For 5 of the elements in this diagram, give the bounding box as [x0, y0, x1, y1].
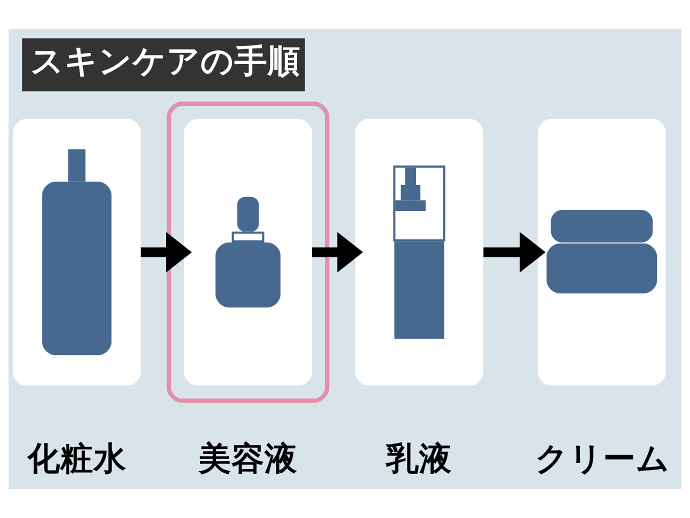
node-label: 乳液: [386, 439, 452, 478]
node-label: 美容液: [198, 439, 298, 478]
node-label: クリーム: [535, 439, 670, 478]
node-label: 化粧水: [27, 439, 126, 478]
diagram-title: スキンケアの手順: [30, 42, 301, 80]
